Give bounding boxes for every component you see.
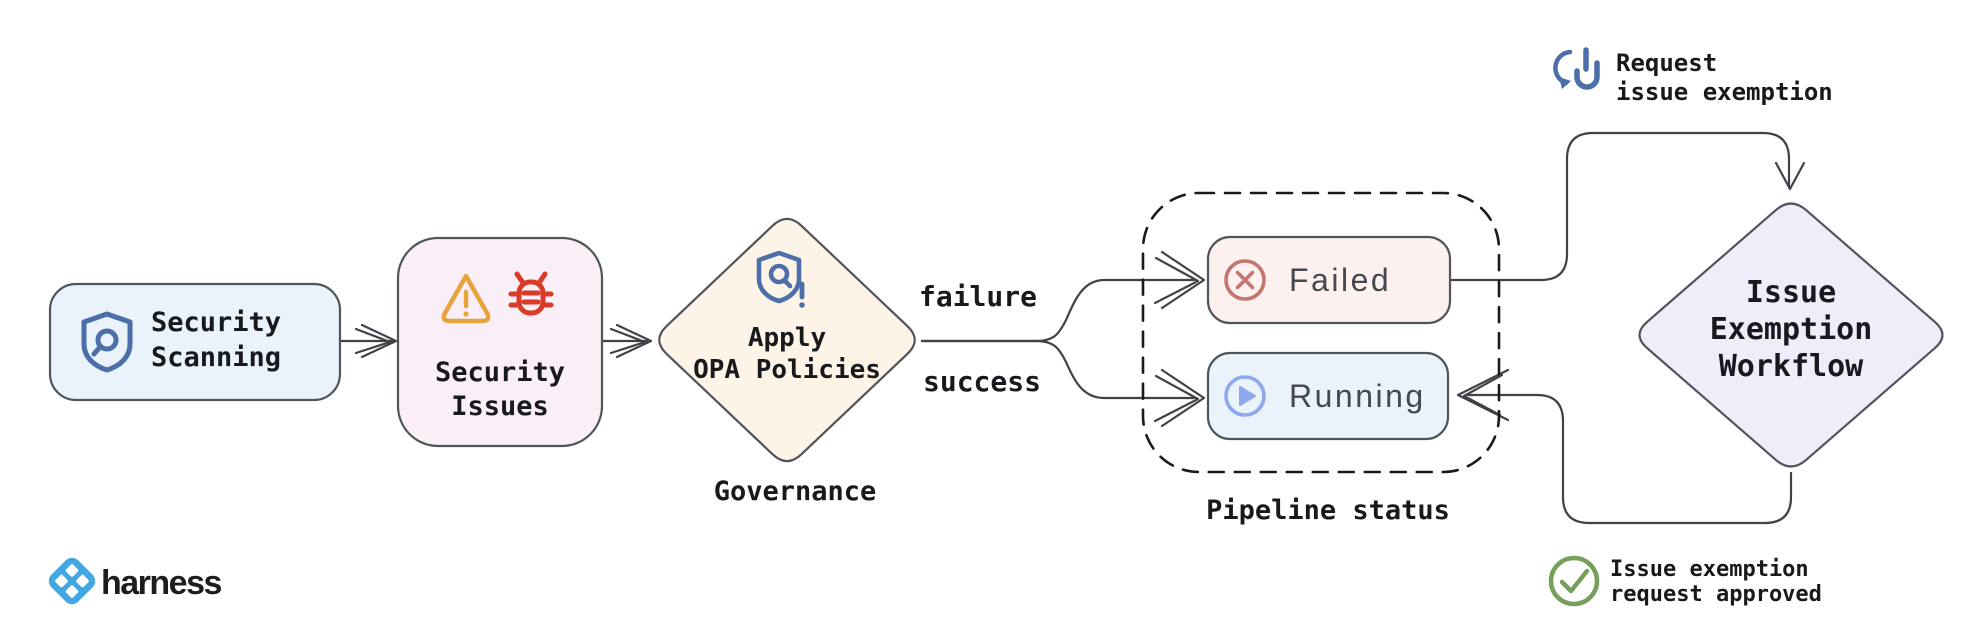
exemption-approved-line2: request approved — [1610, 582, 1822, 607]
running-shape — [1206, 351, 1450, 441]
failed-label: Failed — [1289, 262, 1391, 298]
pipeline-status-dashed-border — [1141, 191, 1501, 474]
security-scanning-label-line2: Scanning — [151, 342, 281, 373]
edge-exemption-workflow-to-running — [1456, 368, 1793, 525]
issue-exemption-label-line3: Workflow — [1719, 349, 1864, 384]
node-failed: Failed — [1206, 235, 1452, 325]
brand-logo: harness — [48, 557, 223, 605]
security-scanning-label-line1: Security — [151, 307, 281, 338]
request-exemption-line2: issue exemption — [1616, 78, 1833, 106]
annotation-request-exemption: Request issue exemption — [1553, 47, 1833, 106]
failed-shape — [1206, 235, 1452, 325]
issue-exemption-label-line1: Issue — [1746, 275, 1836, 310]
annotation-exemption-approved: Issue exemption request approved — [1548, 555, 1822, 607]
brand-wordmark: harness — [101, 564, 221, 602]
node-issue-exemption-workflow: Issue Exemption Workflow — [1638, 202, 1944, 468]
check-circle-icon — [1548, 555, 1600, 607]
shield-alert-icon — [756, 250, 805, 308]
node-running: Running — [1206, 351, 1450, 441]
security-scanning-shape — [48, 282, 342, 402]
shield-search-icon — [81, 311, 133, 373]
exemption-approved-line1: Issue exemption — [1610, 557, 1809, 582]
tap-gesture-icon — [1553, 47, 1600, 90]
running-label: Running — [1289, 378, 1426, 414]
node-security-issues: Security Issues — [396, 236, 604, 448]
edge-scanning-to-issues — [338, 323, 398, 359]
security-issues-label-line1: Security — [435, 357, 565, 388]
edge-opa-success-to-running — [920, 339, 1206, 428]
failure-edge-label: failure — [919, 280, 1037, 313]
x-circle-icon — [1224, 259, 1266, 301]
issue-exemption-label-line2: Exemption — [1710, 312, 1873, 347]
security-issues-shape — [396, 236, 604, 448]
success-edge-label: success — [923, 365, 1041, 398]
apply-opa-policies-label-line2: OPA Policies — [693, 355, 881, 385]
play-circle-icon — [1224, 375, 1266, 417]
edge-issues-to-opa — [600, 323, 653, 359]
request-exemption-line1: Request — [1616, 49, 1717, 77]
warning-triangle-icon — [441, 273, 491, 324]
issue-exemption-workflow-shape — [1638, 202, 1944, 468]
edge-opa-failure-to-failed — [920, 250, 1206, 343]
bug-icon — [508, 271, 554, 316]
node-security-scanning: Security Scanning — [48, 282, 342, 402]
harness-logo-icon — [48, 557, 96, 605]
node-apply-opa-policies: Apply OPA Policies Governance — [658, 217, 916, 507]
apply-opa-policies-label-line1: Apply — [748, 323, 826, 353]
governance-caption: Governance — [714, 476, 877, 507]
pipeline-status-caption: Pipeline status — [1206, 495, 1450, 526]
apply-opa-policies-shape — [658, 217, 916, 463]
edge-failed-to-exemption-workflow — [1448, 131, 1806, 282]
pipeline-status-group: Pipeline status — [1141, 191, 1501, 526]
security-issues-label-line2: Issues — [451, 391, 549, 422]
